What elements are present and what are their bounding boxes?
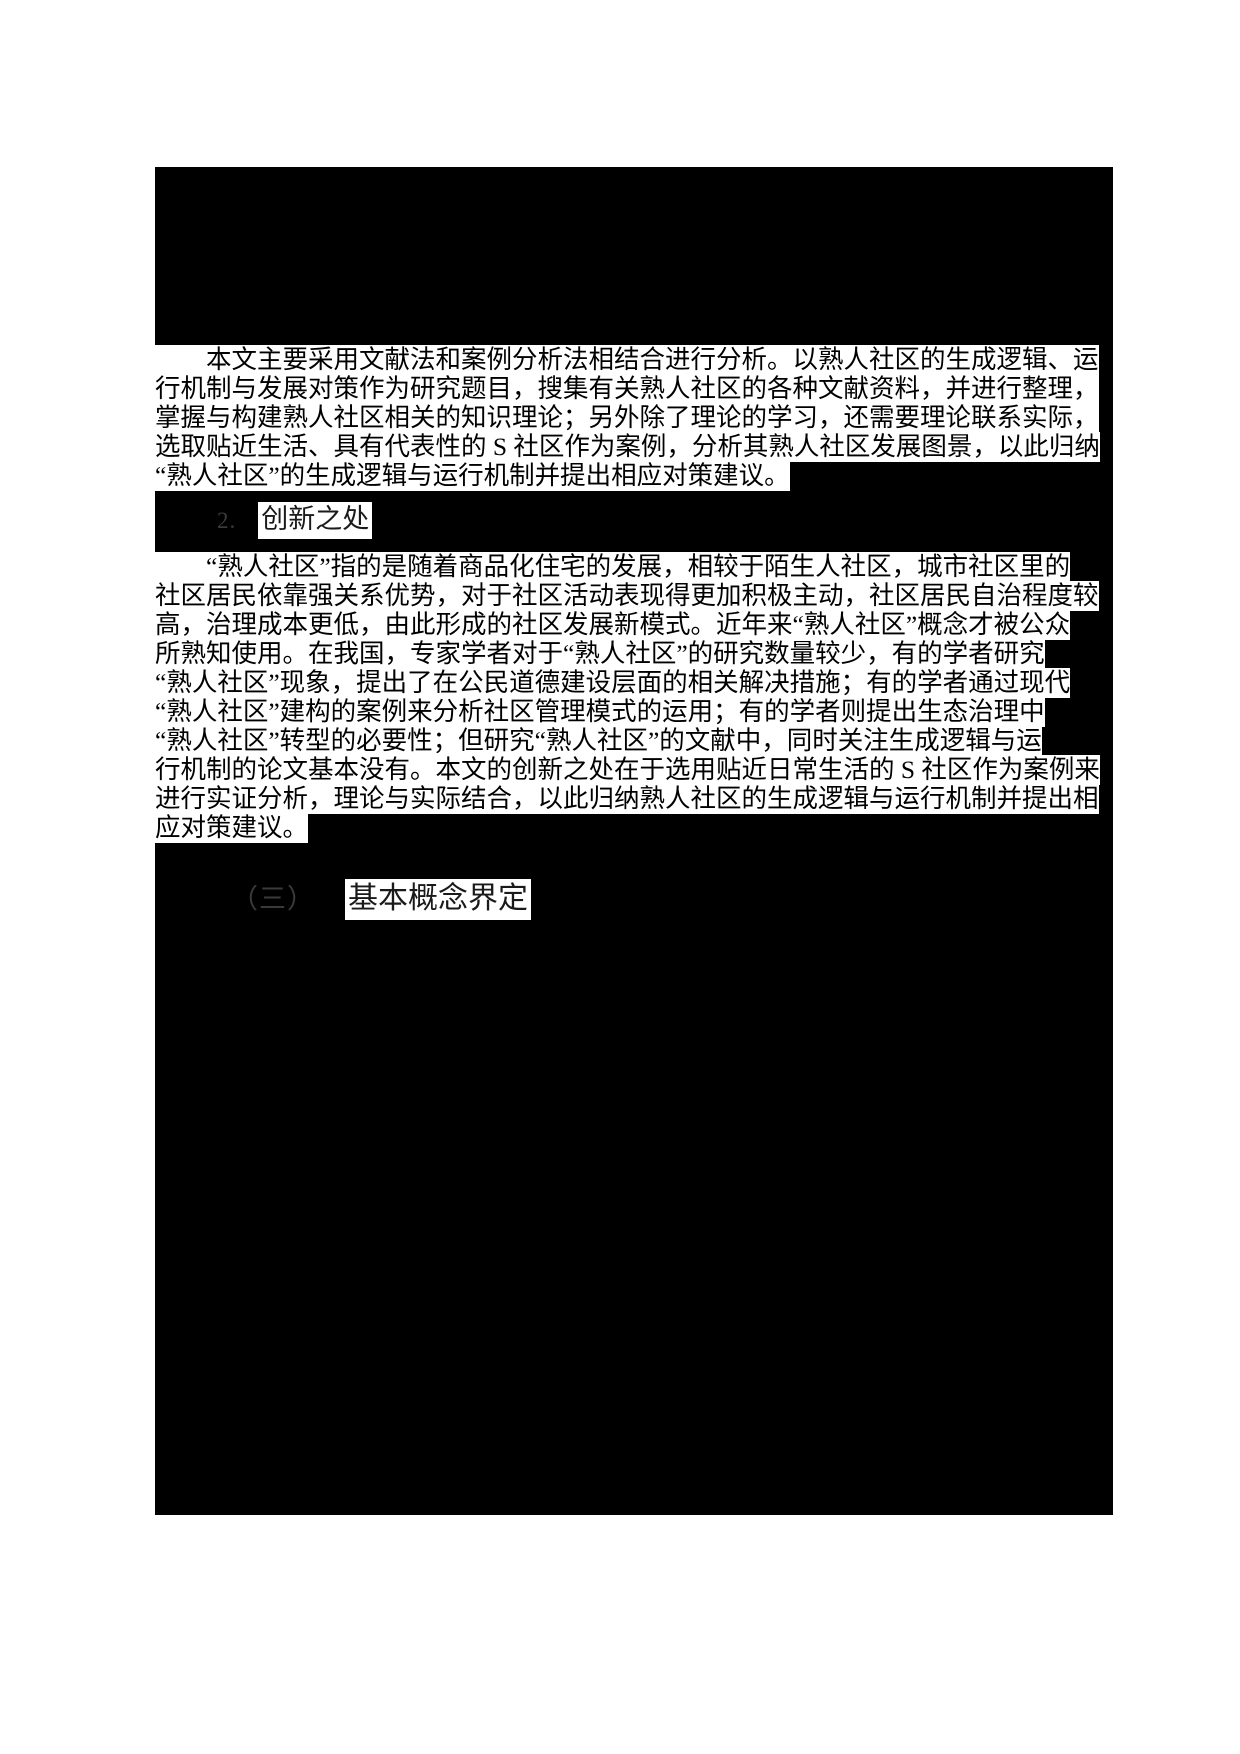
text-line: 行机制与发展对策作为研究题目，搜集有关熟人社区的各种文献资料，并进行整理， [155, 374, 1099, 404]
text-line: 进行实证分析，理论与实际结合，以此归纳熟人社区的生成逻辑与运行机制并提出相 [155, 784, 1099, 814]
text-line: “熟人社区”建构的案例来分析社区管理模式的运用；有的学者则提出生态治理中 [155, 697, 1045, 727]
paragraph-innovation: “熟人社区”指的是随着商品化住宅的发展，相较于陌生人社区，城市社区里的 社区居民… [155, 552, 1113, 843]
text-line: 选取贴近生活、具有代表性的 S 社区作为案例，分析其熟人社区发展图景，以此归纳 [155, 432, 1100, 462]
text-line: 社区居民依靠强关系优势，对于社区活动表现得更加积极主动，社区居民自治程度较 [155, 581, 1099, 611]
text-line: “熟人社区”的生成逻辑与运行机制并提出相应对策建议。 [155, 461, 790, 491]
text-line: “熟人社区”转型的必要性；但研究“熟人社区”的文献中，同时关注生成逻辑与运 [155, 726, 1042, 756]
text-line: 所熟知使用。在我国，专家学者对于“熟人社区”的研究数量较少，有的学者研究 [155, 639, 1045, 669]
text-line: “熟人社区”指的是随着商品化住宅的发展，相较于陌生人社区，城市社区里的 [155, 552, 1071, 582]
text-line: 高，治理成本更低，由此形成的社区发展新模式。近年来“熟人社区”概念才被公众 [155, 610, 1071, 640]
paragraph-research-method: 本文主要采用文献法和案例分析法相结合进行分析。以熟人社区的生成逻辑、运 行机制与… [155, 345, 1113, 491]
text-line: 本文主要采用文献法和案例分析法相结合进行分析。以熟人社区的生成逻辑、运 [155, 345, 1099, 375]
text-line: “熟人社区”现象，提出了在公民道德建设层面的相关解决措施；有的学者通过现代 [155, 668, 1071, 698]
text-line: 行机制的论文基本没有。本文的创新之处在于选用贴近日常生活的 S 社区作为案例来 [155, 755, 1100, 785]
heading-number: 2. [217, 508, 237, 533]
text-layer: 本文主要采用文献法和案例分析法相结合进行分析。以熟人社区的生成逻辑、运 行机制与… [155, 167, 1113, 1515]
text-line: 应对策建议。 [155, 813, 309, 843]
heading-text: 基本概念界定 [345, 879, 531, 920]
text-line: 掌握与构建熟人社区相关的知识理论；另外除了理论的学习，还需要理论联系实际， [155, 403, 1099, 433]
heading-basic-concept-definition: （三） 基本概念界定 [155, 877, 531, 920]
heading-number: （三） [231, 884, 315, 915]
heading-text: 创新之处 [258, 502, 373, 539]
heading-innovation: 2. 创新之处 [155, 502, 373, 539]
